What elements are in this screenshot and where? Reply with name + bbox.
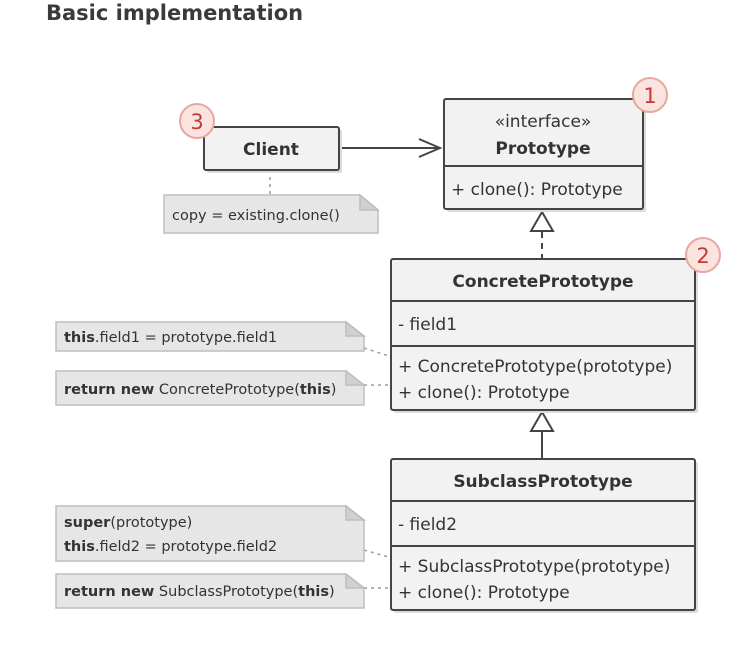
- subclass-clone-note-keyword: return new: [64, 584, 154, 600]
- concrete-clone-note-end: ): [331, 382, 337, 398]
- client-badge: 3: [179, 103, 215, 139]
- subclass-field2: - field2: [398, 515, 457, 535]
- client-note-text: copy = existing.clone(): [172, 208, 340, 224]
- subclass-note-field-keyword: this: [64, 539, 95, 555]
- concrete-field-note-text: .field1 = prototype.field1: [95, 330, 277, 346]
- svg-text:return new SubclassPrototype(t: return new SubclassPrototype(this): [64, 584, 335, 600]
- subclass-constructor: + SubclassPrototype(prototype): [398, 557, 670, 577]
- client-badge-number: 3: [190, 110, 203, 134]
- client-class: Client: [203, 126, 342, 173]
- field2-note-link: [363, 549, 393, 559]
- prototype-class-name: Prototype: [495, 139, 590, 159]
- concrete-class-name: ConcretePrototype: [452, 272, 633, 292]
- subclass-class-name: SubclassPrototype: [453, 472, 632, 492]
- svg-text:super(prototype): super(prototype): [64, 515, 192, 531]
- prototype-badge: 1: [632, 77, 668, 113]
- client-class-name: Client: [243, 140, 299, 160]
- concrete-field-note-keyword: this: [64, 330, 95, 346]
- concrete-clone-note-call: ConcretePrototype(: [154, 382, 300, 398]
- subclass-prototype-class: SubclassPrototype - field2 + SubclassPro…: [390, 458, 698, 613]
- subclass-note-field-text: .field2 = prototype.field2: [95, 539, 277, 555]
- subclass-constructor-note: super(prototype) this.field2 = prototype…: [55, 504, 367, 562]
- prototype-badge-number: 1: [643, 84, 656, 108]
- subclass-method-clone: + clone(): Prototype: [398, 583, 570, 603]
- concrete-prototype-class: ConcretePrototype - field1 + ConcretePro…: [390, 258, 698, 413]
- subclass-extends-concrete: [529, 410, 555, 459]
- field1-note-link: [363, 347, 393, 358]
- concrete-badge-number: 2: [696, 244, 709, 268]
- subclass-note-super-keyword: super: [64, 515, 111, 531]
- page-title: Basic implementation: [46, 1, 304, 25]
- prototype-stereotype: «interface»: [495, 112, 592, 132]
- subclass-note-super-args: (prototype): [110, 515, 192, 531]
- concrete-method-clone: + clone(): Prototype: [398, 383, 570, 403]
- concrete-clone-note-this: this: [300, 382, 331, 398]
- client-note: copy = existing.clone(): [163, 193, 381, 234]
- prototype-method-clone: + clone(): Prototype: [451, 180, 623, 200]
- svg-text:this.field1 = prototype.field1: this.field1 = prototype.field1: [64, 330, 277, 346]
- concrete-clone-note: return new ConcretePrototype(this): [55, 369, 367, 406]
- concrete-clone-note-keyword: return new: [64, 382, 154, 398]
- svg-text:this.field2 = prototype.field2: this.field2 = prototype.field2: [64, 539, 277, 555]
- concrete-field1: - field1: [398, 315, 457, 335]
- subclass-clone-note-end: ): [329, 584, 335, 600]
- subclass-clone-note-call: SubclassPrototype(: [154, 584, 298, 600]
- concrete-implements-prototype: [529, 210, 555, 259]
- subclass-clone-note-this: this: [298, 584, 329, 600]
- client-to-prototype-association: [339, 138, 443, 158]
- concrete-field-note: this.field1 = prototype.field1: [55, 320, 367, 352]
- prototype-interface: «interface» Prototype + clone(): Prototy…: [443, 98, 646, 212]
- concrete-badge: 2: [685, 237, 721, 273]
- svg-text:return new ConcretePrototype(t: return new ConcretePrototype(this): [64, 382, 336, 398]
- concrete-constructor: + ConcretePrototype(prototype): [398, 357, 672, 377]
- subclass-clone-note: return new SubclassPrototype(this): [55, 572, 367, 609]
